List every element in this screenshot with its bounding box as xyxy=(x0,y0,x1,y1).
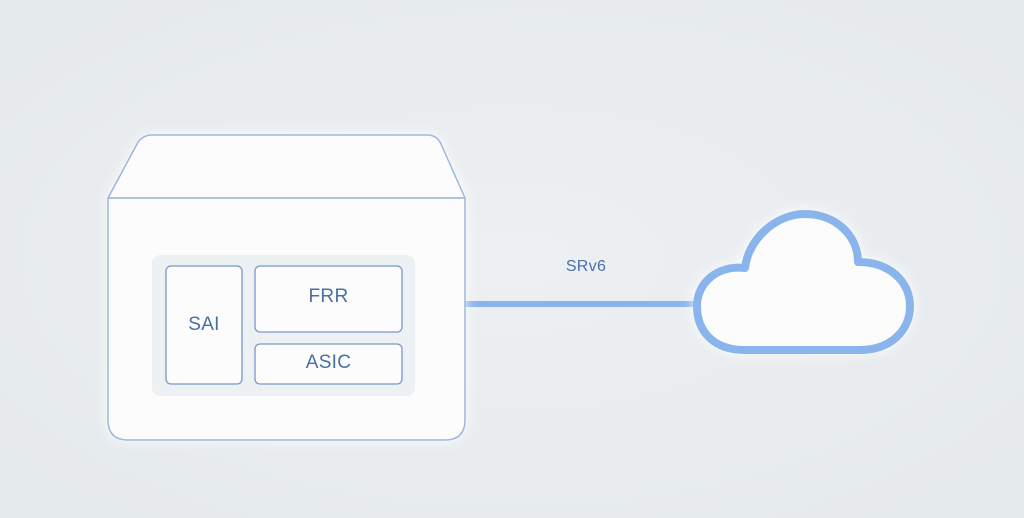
asic-box xyxy=(254,343,403,385)
frr-label: FRR xyxy=(308,286,349,307)
asic-label: ASIC xyxy=(305,352,352,373)
frr-box xyxy=(254,265,403,333)
srv6-label: SRv6 xyxy=(565,258,607,275)
sai-box xyxy=(165,265,243,385)
cloud-icon xyxy=(693,210,914,354)
device-lid xyxy=(107,134,466,199)
sai-label: SAI xyxy=(188,314,220,335)
